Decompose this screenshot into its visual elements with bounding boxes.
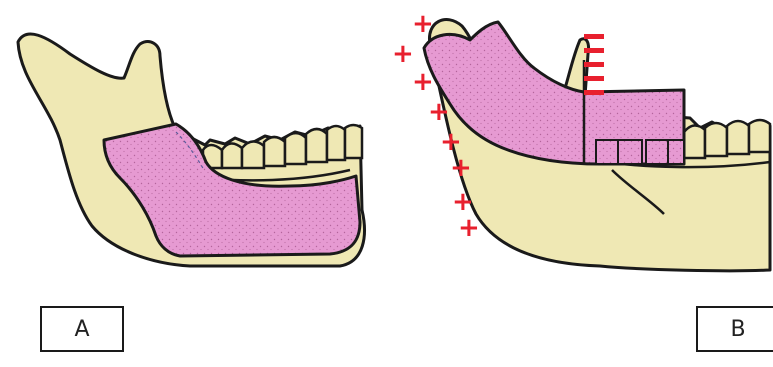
minus-sign: [584, 76, 604, 81]
tooth: [327, 126, 345, 160]
plus-sign: +: [458, 213, 480, 243]
tooth: [684, 125, 705, 158]
plus-sign: +: [392, 39, 414, 69]
panel-a-label-text: A: [74, 317, 89, 342]
tooth: [668, 140, 684, 164]
tooth: [345, 125, 362, 158]
minus-sign: [584, 48, 604, 53]
plus-sign: +: [412, 67, 434, 97]
tooth: [705, 123, 727, 156]
minus-sign: [584, 34, 604, 39]
minus-sign: [584, 90, 604, 95]
tooth: [264, 137, 285, 166]
plus-sign: +: [450, 153, 472, 183]
tooth: [222, 143, 242, 168]
tooth: [618, 140, 642, 164]
tooth: [242, 141, 264, 168]
tooth: [306, 129, 327, 162]
plus-sign: +: [412, 9, 434, 39]
panel-b-label: B: [696, 306, 773, 352]
panel-b-label-text: B: [730, 317, 745, 342]
panel-a-label: A: [40, 306, 124, 352]
plus-sign: +: [428, 97, 450, 127]
panel-a-illustration: [18, 34, 364, 266]
tooth: [749, 120, 770, 152]
minus-sign: [584, 62, 604, 67]
panel-b-graft-teeth: [596, 140, 684, 164]
panel-b-teeth: [684, 120, 770, 158]
tooth: [646, 140, 668, 164]
tooth: [596, 140, 618, 164]
panel-b-illustration: + + + + + + + +: [392, 9, 770, 271]
tooth: [727, 121, 749, 154]
tooth: [285, 133, 306, 164]
